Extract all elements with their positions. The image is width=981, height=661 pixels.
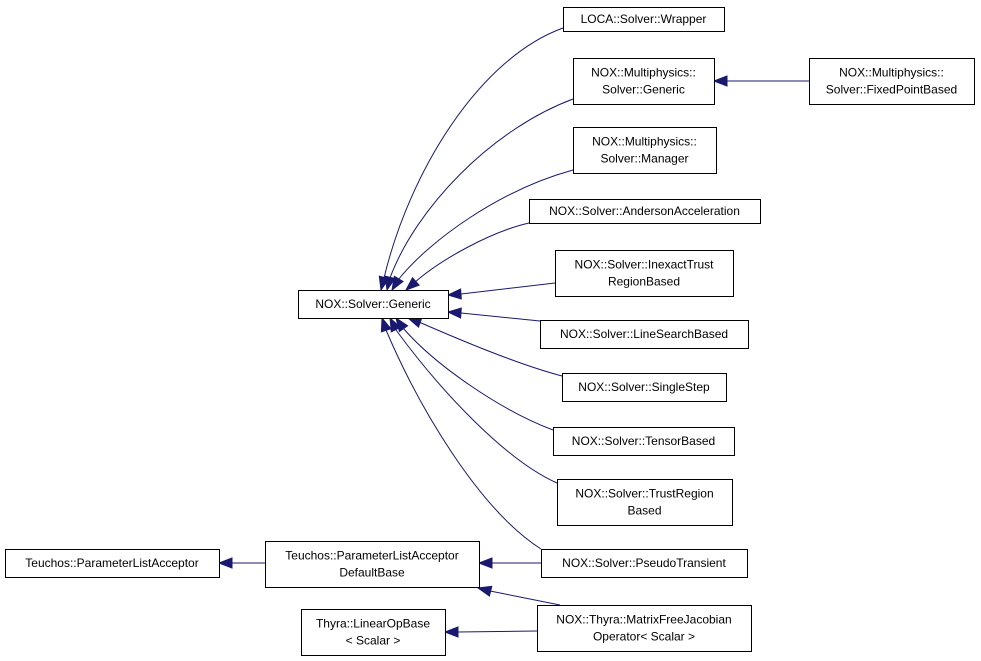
- arrowhead-icon: [380, 316, 392, 333]
- arrowhead-icon: [391, 275, 404, 292]
- edge-mp_generic-to-solver_generic: [384, 98, 574, 292]
- class-name-line: NOX::Solver::LineSearchBased: [560, 327, 728, 341]
- class-node-mp-fixedpoint[interactable]: NOX::Multiphysics::Solver::FixedPointBas…: [809, 58, 975, 105]
- class-node-solver-generic[interactable]: NOX::Solver::Generic: [298, 290, 449, 319]
- arrowhead-icon: [446, 307, 462, 319]
- class-box: [573, 127, 717, 174]
- class-box: [540, 320, 749, 349]
- class-name-line: NOX::Solver::TrustRegion: [575, 487, 713, 501]
- arrowhead-icon: [406, 317, 423, 328]
- class-node-loca-wrapper[interactable]: LOCA::Solver::Wrapper: [563, 7, 725, 32]
- edge-mp_fixedpoint-to-mp_generic: [712, 75, 809, 87]
- class-node-mp-manager[interactable]: NOX::Multiphysics::Solver::Manager: [573, 127, 717, 174]
- edge-loca_wrapper-to-solver_generic: [378, 27, 564, 292]
- class-box: [265, 541, 480, 588]
- class-name-line: Solver::FixedPointBased: [826, 83, 957, 97]
- class-node-mfjo[interactable]: NOX::Thyra::MatrixFreeJacobianOperator< …: [537, 605, 752, 652]
- class-box: [809, 58, 975, 105]
- class-name-line: Based: [627, 504, 661, 518]
- class-name-line: Operator< Scalar >: [593, 630, 695, 644]
- class-name-line: NOX::Multiphysics::: [839, 66, 944, 80]
- class-node-teuchos-plad[interactable]: Teuchos::ParameterListAcceptorDefaultBas…: [265, 541, 480, 588]
- class-box: [301, 609, 446, 656]
- class-box: [537, 605, 752, 652]
- class-name-line: LOCA::Solver::Wrapper: [581, 12, 707, 26]
- class-box: [555, 250, 734, 297]
- edge-anderson-to-solver_generic: [404, 222, 530, 291]
- class-node-teuchos-pla[interactable]: Teuchos::ParameterListAcceptor: [5, 549, 220, 578]
- arrowhead-icon: [476, 585, 493, 597]
- edge-pseudo_transient-to-solver_generic: [380, 316, 542, 550]
- class-node-thyra-linearop[interactable]: Thyra::LinearOpBase< Scalar >: [301, 609, 446, 656]
- edge-mfjo-to-teuchos_plad: [476, 585, 561, 606]
- arrowhead-icon: [446, 288, 462, 300]
- edge-line: [385, 329, 542, 550]
- arrowhead-icon: [404, 276, 420, 291]
- edge-line: [418, 321, 563, 377]
- class-name-line: Solver::Manager: [600, 152, 688, 166]
- edge-line_search-to-solver_generic: [446, 307, 541, 322]
- edge-line: [413, 222, 530, 284]
- arrowhead-icon: [443, 626, 459, 638]
- class-name-line: NOX::Solver::PseudoTransient: [562, 556, 726, 570]
- class-box: [557, 479, 733, 526]
- edge-inexact_trust-to-solver_generic: [446, 282, 556, 300]
- class-name-line: NOX::Solver::InexactTrust: [575, 258, 715, 272]
- class-box: [573, 58, 715, 105]
- arrowhead-icon: [477, 557, 493, 569]
- edge-teuchos_plad-to-teuchos_pla: [217, 557, 265, 569]
- class-name-line: NOX::Multiphysics::: [592, 135, 697, 149]
- edge-mp_manager-to-solver_generic: [391, 169, 574, 292]
- class-name-line: DefaultBase: [339, 566, 405, 580]
- class-name-line: NOX::Solver::TensorBased: [572, 434, 715, 448]
- class-name-line: NOX::Thyra::MatrixFreeJacobian: [556, 613, 731, 627]
- class-node-mp-generic[interactable]: NOX::Multiphysics::Solver::Generic: [573, 58, 715, 105]
- edge-trust_region-to-solver_generic: [389, 316, 558, 484]
- class-name-line: Solver::Generic: [602, 83, 685, 97]
- class-box: [553, 427, 735, 456]
- edge-mfjo-to-thyra_linearop: [443, 626, 538, 638]
- class-name-line: Thyra::LinearOpBase: [316, 617, 430, 631]
- class-box: [541, 549, 748, 578]
- class-node-single-step[interactable]: NOX::Solver::SingleStep: [562, 373, 727, 402]
- class-name-line: NOX::Solver::AndersonAcceleration: [549, 204, 740, 218]
- class-box: [5, 549, 220, 578]
- edges-layer: [217, 27, 809, 638]
- arrowhead-icon: [384, 275, 396, 292]
- edge-line: [457, 630, 538, 633]
- edge-line: [395, 329, 558, 484]
- edge-line: [460, 282, 556, 295]
- class-name-line: NOX::Solver::Generic: [315, 297, 430, 311]
- class-node-tensor-based[interactable]: NOX::Solver::TensorBased: [553, 427, 735, 456]
- edge-line: [402, 327, 554, 431]
- class-node-pseudo-transient[interactable]: NOX::Solver::PseudoTransient: [541, 549, 748, 578]
- arrowhead-icon: [389, 316, 402, 333]
- class-box: [562, 373, 727, 402]
- arrowhead-icon: [712, 75, 728, 87]
- class-box: [563, 7, 725, 32]
- class-box: [298, 290, 449, 319]
- edge-line: [489, 590, 561, 606]
- class-name-line: NOX::Multiphysics::: [591, 66, 696, 80]
- class-name-line: < Scalar >: [346, 634, 401, 648]
- class-node-line-search[interactable]: NOX::Solver::LineSearchBased: [540, 320, 749, 349]
- class-node-anderson[interactable]: NOX::Solver::AndersonAcceleration: [529, 199, 761, 224]
- edge-line: [383, 27, 564, 279]
- class-name-line: Teuchos::ParameterListAcceptor: [285, 549, 458, 563]
- edge-single_step-to-solver_generic: [406, 317, 563, 377]
- class-name-line: Teuchos::ParameterListAcceptor: [25, 556, 198, 570]
- arrowhead-icon: [217, 557, 233, 569]
- edge-line: [389, 98, 574, 279]
- edge-pseudo_transient-to-teuchos_plad: [477, 557, 541, 569]
- edge-line: [397, 169, 574, 281]
- nodes-layer: LOCA::Solver::WrapperNOX::Multiphysics::…: [5, 7, 975, 656]
- class-name-line: RegionBased: [608, 275, 680, 289]
- class-name-line: NOX::Solver::SingleStep: [578, 380, 710, 394]
- edge-line: [460, 312, 541, 322]
- class-box: [529, 199, 761, 224]
- edge-tensor_based-to-solver_generic: [395, 316, 554, 431]
